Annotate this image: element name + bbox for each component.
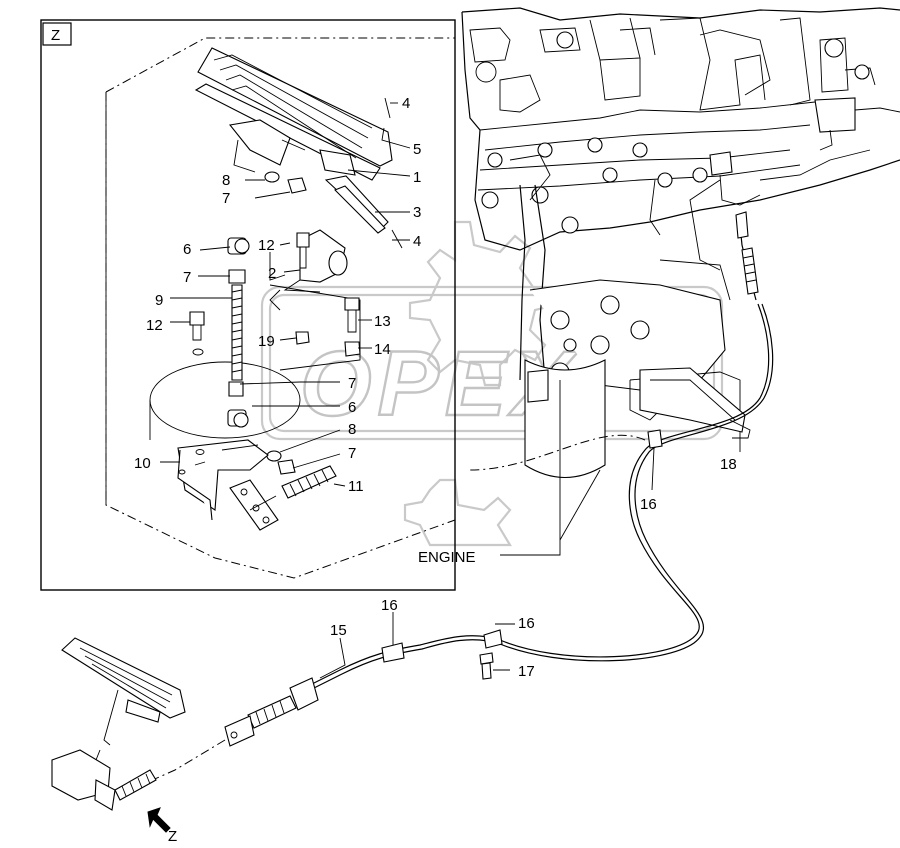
callout-19: 19: [258, 333, 275, 350]
callout-16-left: 16: [381, 597, 398, 614]
accelerator-cable: [129, 211, 774, 791]
callout-11: 11: [348, 478, 364, 495]
callout-5: 5: [413, 141, 421, 158]
detail-view-z: Z: [40, 19, 456, 591]
leader-lines: [160, 102, 741, 679]
callout-16-mid: 16: [518, 615, 535, 632]
callout-15: 15: [330, 622, 347, 639]
callout-13: 13: [374, 313, 391, 330]
callout-7-upper: 7: [222, 190, 230, 207]
callout-9: 9: [155, 292, 163, 309]
callout-4-upper: 4: [402, 95, 410, 112]
callout-2: 2: [268, 265, 276, 282]
callout-1: 1: [413, 169, 421, 186]
callout-12-lower: 12: [146, 317, 163, 334]
callout-labels: 4 5 1 8 7 3 6 12 4 2 7 9 13 12 19 14 7 6…: [134, 95, 737, 680]
callout-10: 10: [134, 455, 151, 472]
callout-3: 3: [413, 204, 421, 221]
view-arrow: Z: [147, 807, 177, 845]
callout-17: 17: [518, 663, 535, 680]
callout-16-right: 16: [640, 496, 657, 513]
engine: [461, 7, 900, 479]
detail-label-box: [42, 22, 72, 46]
callout-14: 14: [374, 341, 391, 358]
callout-18: 18: [720, 456, 737, 473]
callout-8-lower: 8: [348, 421, 356, 438]
callout-7-lower: 7: [348, 375, 356, 392]
view-arrow-label: Z: [168, 828, 177, 845]
detail-frame: [40, 19, 456, 591]
callout-7-mid: 7: [183, 269, 191, 286]
bracket-18: [639, 367, 751, 439]
callout-8-upper: 8: [222, 172, 230, 189]
engine-label: ENGINE: [418, 549, 476, 566]
detail-label: Z: [51, 27, 60, 44]
pedal-assembly: [51, 637, 186, 811]
callout-12-upper: 12: [258, 237, 275, 254]
callout-6-upper: 6: [183, 241, 191, 258]
callout-6-lower: 6: [348, 399, 356, 416]
callout-4-lower: 4: [413, 233, 421, 250]
callout-7-bottom: 7: [348, 445, 356, 462]
